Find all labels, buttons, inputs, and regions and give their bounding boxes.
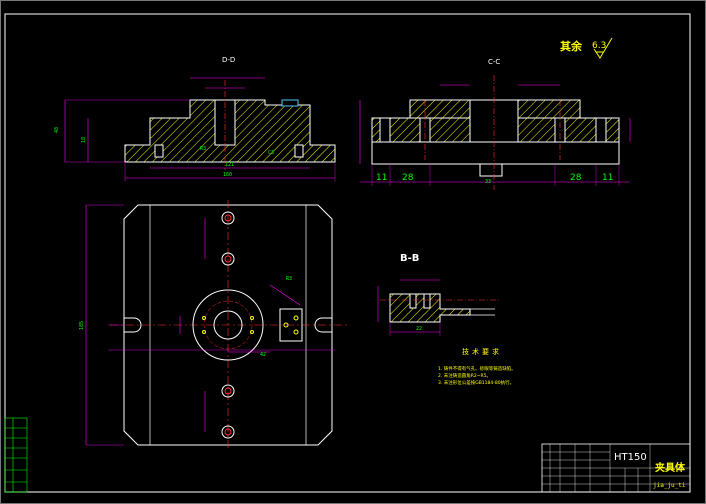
plan-outline <box>123 204 333 446</box>
cc-dim-left-a: 11 <box>376 173 387 183</box>
dd-radius-note: R3 <box>200 146 206 152</box>
plan-view: 185 42 R3 <box>79 200 350 450</box>
dd-height2-dim: 18 <box>81 137 87 143</box>
section-dd-view: D-D 48 18 160 121 R3 C3 <box>54 56 336 182</box>
title-block: HT150 夹具体 jia_ju_ti <box>541 443 691 493</box>
bore-circle <box>213 310 243 340</box>
revision-strip <box>4 417 28 493</box>
material-label: HT150 <box>614 452 647 463</box>
dd-inner-dim: 121 <box>225 162 234 168</box>
bolt-holes <box>221 211 235 439</box>
notes-title: 技术要求 <box>462 347 502 356</box>
section-cc-view: C-C 11 28 33 28 11 <box>359 58 631 190</box>
boss-outer-circle <box>192 289 264 361</box>
section-bb-label: B-B <box>400 253 419 264</box>
inner-frame <box>4 13 691 493</box>
drawing-number-label: jia_ju_ti <box>653 482 686 489</box>
note-line-2: 2. 未注铸造圆角R2~R5。 <box>438 372 491 379</box>
plan-height-dim: 185 <box>79 321 85 330</box>
cc-base <box>371 141 620 165</box>
dd-height-dim: 48 <box>54 127 60 133</box>
dd-chamfer-note: C3 <box>268 150 274 156</box>
dd-overall-dim: 160 <box>223 172 232 178</box>
cc-dim-right-a: 11 <box>602 173 613 183</box>
section-cc-label: C-C <box>488 58 500 66</box>
note-line-1: 1. 铸件不得有气孔、砂眼等铸造缺陷。 <box>438 365 516 372</box>
plan-offset-dim: 42 <box>260 352 266 358</box>
section-dd-label: D-D <box>222 56 235 64</box>
surface-finish-prefix: 其余 <box>560 39 583 53</box>
cc-dim-left-b: 28 <box>402 173 414 183</box>
locator-block <box>279 308 303 342</box>
section-bb-view: B-B 22 <box>377 253 500 336</box>
cc-dim-center: 33 <box>485 179 491 185</box>
technical-notes: 技术要求 1. 铸件不得有气孔、砂眼等铸造缺陷。 2. 未注铸造圆角R2~R5。… <box>438 347 516 386</box>
bb-width-dim: 22 <box>416 326 422 332</box>
plan-radius-note: R3 <box>286 276 292 282</box>
note-line-3: 3. 未注形位公差按GB1184-80执行。 <box>438 379 514 386</box>
surface-finish-value: 6.3 <box>592 41 606 51</box>
part-name-label: 夹具体 <box>655 461 686 474</box>
cc-dim-right-b: 28 <box>570 173 582 183</box>
surface-finish-note: 其余 6.3 <box>560 37 613 59</box>
